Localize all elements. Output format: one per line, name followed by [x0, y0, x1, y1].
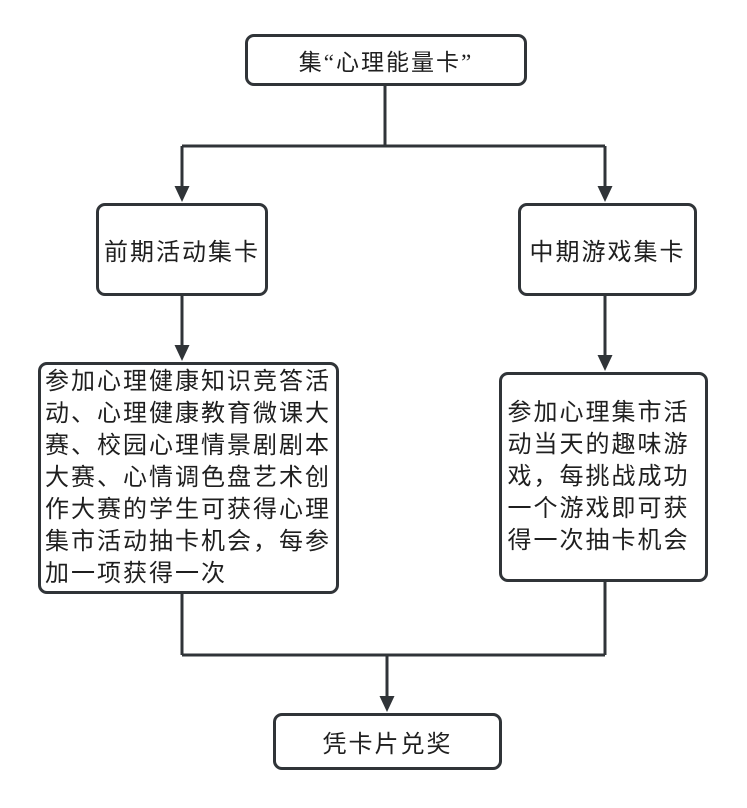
node-left-branch: 前期活动集卡: [96, 203, 268, 296]
node-left-branch-label: 前期活动集卡: [104, 240, 260, 266]
node-root-label: 集“心理能量卡”: [298, 50, 474, 75]
arrowhead-left-branch: [174, 186, 190, 202]
node-left-detail: 参加心理健康知识竞答活动、心理健康教育微课大赛、校园心理情景剧剧本大赛、心情调色…: [38, 362, 339, 594]
node-right-detail-label: 参加心理集市活动当天的趣味游戏，每挑战成功一个游戏即可获得一次抽卡机会: [507, 400, 690, 554]
node-result-label: 凭卡片兑奖: [322, 732, 453, 758]
node-result: 凭卡片兑奖: [273, 713, 502, 770]
node-right-detail: 参加心理集市活动当天的趣味游戏，每挑战成功一个游戏即可获得一次抽卡机会: [499, 372, 708, 582]
node-right-branch: 中期游戏集卡: [518, 203, 697, 296]
node-left-detail-label: 参加心理健康知识竞答活动、心理健康教育微课大赛、校园心理情景剧剧本大赛、心情调色…: [45, 369, 331, 587]
arrowhead-left-detail: [174, 345, 190, 361]
node-root: 集“心理能量卡”: [245, 34, 527, 86]
arrowhead-result: [379, 696, 395, 712]
arrowhead-right-branch: [597, 186, 613, 202]
node-right-branch-label: 中期游戏集卡: [529, 240, 686, 266]
arrowhead-right-detail: [597, 355, 613, 371]
